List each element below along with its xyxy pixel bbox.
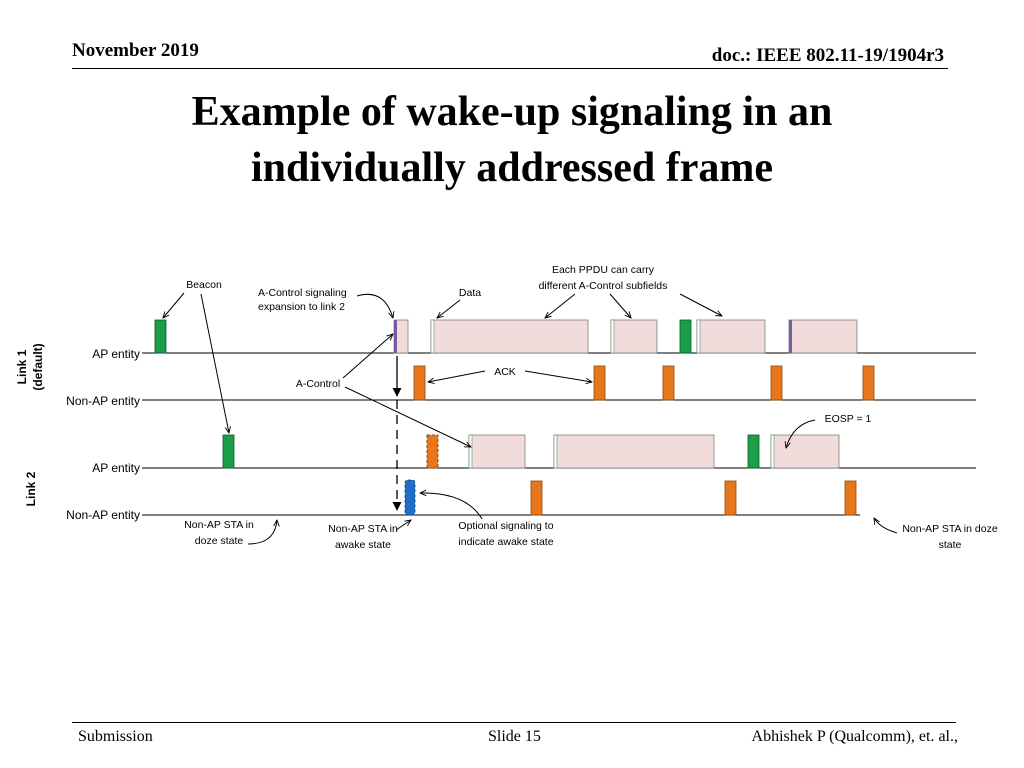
beacon-arrow-1 — [163, 292, 185, 318]
data-arrow — [437, 299, 461, 318]
ack-arrow-right — [524, 370, 592, 382]
optional-signaling-arrow — [420, 493, 483, 520]
doze-state-label-1b: doze state — [195, 535, 244, 547]
acontrol-expansion-label-1: A-Control signaling — [258, 287, 347, 299]
link1-beacon-2 — [679, 319, 692, 354]
annotation-arrows — [163, 292, 898, 545]
doze-2-arrow — [874, 518, 898, 534]
link2-ap-entity-label: AP entity — [92, 461, 140, 475]
link1-data-ppdu-2-header — [610, 319, 615, 354]
link-1-label: Link 1 — [15, 349, 29, 384]
ppdu-arrow-1 — [545, 293, 576, 318]
link1-beacon-1 — [154, 319, 167, 354]
ppdu-arrow-3 — [679, 293, 722, 316]
beacon-label: Beacon — [186, 279, 222, 291]
link2-data-ppdu-1-header — [468, 434, 473, 469]
ppdu-label-1: Each PPDU can carry — [552, 264, 655, 276]
acontrol-expansion-arrow — [356, 293, 393, 318]
acontrol-arrow-up — [342, 334, 393, 379]
link1-data-ppdu-4-marker — [789, 320, 792, 353]
ack-label: ACK — [494, 366, 516, 378]
header-rule — [72, 68, 948, 69]
acontrol-label: A-Control — [296, 378, 340, 390]
link2-beacon-1 — [222, 434, 235, 469]
acontrol-expansion-label-2: expansion to link 2 — [258, 301, 345, 313]
awake-state-label-b: awake state — [335, 539, 391, 551]
link2-data-ppdu-2-header — [553, 434, 558, 469]
footer-submission: Submission — [78, 728, 153, 745]
beacon-arrow-2 — [200, 293, 229, 433]
doze-state-label-1a: Non-AP STA in — [184, 519, 254, 531]
optional-signaling-label-b: indicate awake state — [458, 536, 553, 548]
ppdu-label-2: different A-Control subfields — [539, 280, 668, 292]
link1-data-ppdu-1-header — [430, 319, 435, 354]
link1-ack-4 — [770, 365, 783, 401]
link2-data-ppdu-3 — [770, 434, 840, 469]
link2-wake-signal — [404, 479, 416, 516]
link1-ack-3 — [662, 365, 675, 401]
link1-ack-1 — [413, 365, 426, 401]
link1-data-ppdu-2 — [610, 319, 658, 354]
link1-data-ppdu-3 — [696, 319, 766, 354]
link2-data-ppdu-3-header — [770, 434, 775, 469]
link2-ack-2 — [724, 480, 737, 516]
link2-non-ap-entity-label: Non-AP entity — [66, 508, 140, 522]
footer-rule — [72, 722, 956, 723]
eosp-label: EOSP = 1 — [825, 413, 872, 425]
acontrol-arrow-down — [344, 386, 471, 447]
doze-state-label-2a: Non-AP STA in doze — [902, 523, 997, 535]
awake-state-label-a: Non-AP STA in — [328, 523, 398, 535]
link1-ap-entity-label: AP entity — [92, 347, 140, 361]
footer-author: Abhishek P (Qualcomm), et. al., — [751, 728, 958, 745]
link1-non-ap-entity-label: Non-AP entity — [66, 394, 140, 408]
link2-ack-3 — [844, 480, 857, 516]
optional-signaling-label-a: Optional signaling to — [458, 520, 553, 532]
link2-ack-1 — [530, 480, 543, 516]
data-label: Data — [459, 287, 481, 299]
link2-beacon-2 — [747, 434, 760, 469]
slide-title-line-1: Example of wake-up signaling in an — [191, 89, 833, 135]
link1-data-ppdu-1 — [430, 319, 589, 354]
link1-ack-5 — [862, 365, 875, 401]
link-1-default-label: (default) — [31, 343, 45, 390]
footer-slide-number: Slide 15 — [488, 728, 541, 745]
awake-arrow — [395, 520, 411, 531]
link2-data-ppdu-2 — [553, 434, 715, 469]
eosp-arrow — [786, 419, 816, 448]
link2-ack-dashed — [426, 434, 439, 469]
link1-ack-2 — [593, 365, 606, 401]
doze-state-label-2b: state — [939, 539, 962, 551]
link2-data-ppdu-1 — [468, 434, 526, 469]
link1-data-ppdu-4 — [788, 319, 858, 354]
header-doc-number: doc.: IEEE 802.11-19/1904r3 — [711, 45, 944, 66]
link1-data-ppdu-3-header — [696, 319, 701, 354]
slide-title-line-2: individually addressed frame — [251, 145, 773, 191]
link-2-label: Link 2 — [24, 471, 38, 506]
ack-arrow-left — [428, 370, 486, 382]
slide-title: Example of wake-up signaling in an indiv… — [0, 84, 1024, 196]
header-date: November 2019 — [72, 40, 199, 61]
doze-1-arrow — [247, 520, 277, 545]
ppdu-arrow-2 — [609, 293, 631, 318]
link1-acontrol-marker — [394, 320, 397, 353]
